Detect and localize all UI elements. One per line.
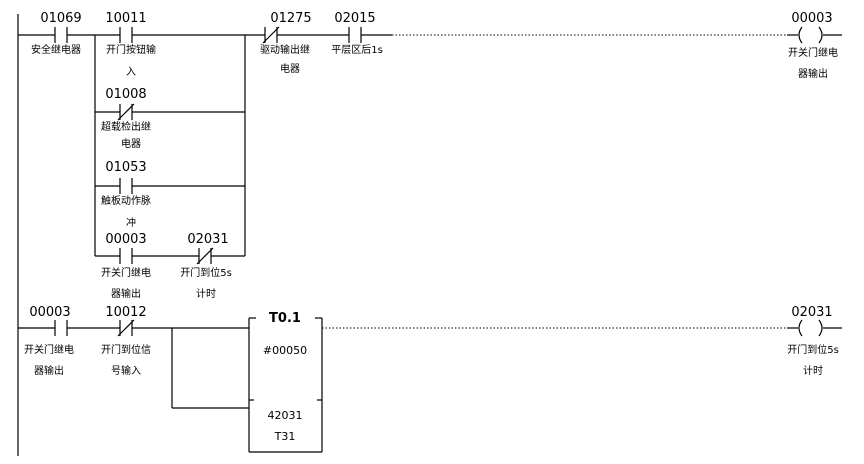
contact-01008-nc[interactable]: 01008 超载检出继 电器 — [101, 87, 151, 150]
contact-label: 电器 — [121, 137, 141, 150]
contact-address: 01053 — [105, 160, 146, 175]
contact-label: 超载检出继 — [101, 120, 151, 133]
contact-label: 入 — [126, 67, 136, 78]
contact-address: 10011 — [105, 11, 146, 26]
contact-01069[interactable]: 01069 安全继电器 — [31, 11, 82, 56]
contact-10012-nc[interactable]: 10012 开门到位信 号输入 — [101, 305, 151, 377]
coil-02031[interactable]: 02031 开门到位5s 计时 — [787, 305, 839, 377]
contact-label: 器输出 — [34, 364, 64, 377]
contact-02031-nc[interactable]: 02031 开门到位5s 计时 — [180, 232, 232, 300]
coil-label: 开关门继电 — [788, 46, 838, 59]
contact-label: 触板动作脉 — [101, 194, 151, 207]
contact-00003-branch[interactable]: 00003 开关门继电 器输出 — [101, 232, 151, 300]
wiring — [17, 14, 842, 456]
timer-value: 42031 — [268, 409, 303, 422]
contact-label: 开门到位信 — [101, 343, 151, 356]
timer-preset: #00050 — [263, 344, 307, 357]
contact-label: 平层区后1s — [331, 44, 383, 56]
timer-tag: T31 — [274, 430, 296, 443]
contact-label: 开关门继电 — [101, 266, 151, 279]
contact-label: 冲 — [126, 216, 136, 229]
contact-10011[interactable]: 10011 开门按钮输 入 — [105, 11, 156, 78]
contact-label: 驱动输出继 — [260, 43, 310, 56]
coil-address: 02031 — [791, 305, 832, 320]
contact-01053[interactable]: 01053 触板动作脉 冲 — [101, 160, 151, 229]
contact-address: 02031 — [187, 232, 228, 247]
contact-address: 01008 — [105, 87, 146, 102]
coil-address: 00003 — [791, 11, 832, 26]
contact-label: 开门到位5s — [180, 266, 232, 279]
contact-00003[interactable]: 00003 开关门继电 器输出 — [24, 305, 74, 377]
contact-address: 00003 — [29, 305, 70, 320]
coil-label: 开门到位5s — [787, 343, 839, 356]
contact-address: 01275 — [270, 11, 311, 26]
contact-address: 02015 — [334, 11, 375, 26]
coil-00003[interactable]: 00003 开关门继电 器输出 — [788, 11, 838, 80]
contact-label: 号输入 — [111, 364, 141, 377]
contact-label: 开门按钮输 — [106, 43, 156, 56]
contact-label: 器输出 — [111, 287, 141, 300]
contact-label: 计时 — [196, 287, 216, 300]
coil-label: 器输出 — [798, 67, 828, 80]
timer-name: T0.1 — [269, 311, 301, 326]
contact-02015[interactable]: 02015 平层区后1s — [331, 11, 383, 56]
contact-address: 00003 — [105, 232, 146, 247]
contact-address: 01069 — [40, 11, 81, 26]
coil-label: 计时 — [803, 364, 823, 377]
contact-label: 电器 — [280, 62, 300, 75]
contact-address: 10012 — [105, 305, 146, 320]
timer-block-t01[interactable]: T0.1 #00050 42031 T31 — [248, 311, 323, 453]
contact-label: 开关门继电 — [24, 343, 74, 356]
contact-01275-nc[interactable]: 01275 驱动输出继 电器 — [260, 11, 312, 75]
contact-label: 安全继电器 — [31, 43, 81, 56]
